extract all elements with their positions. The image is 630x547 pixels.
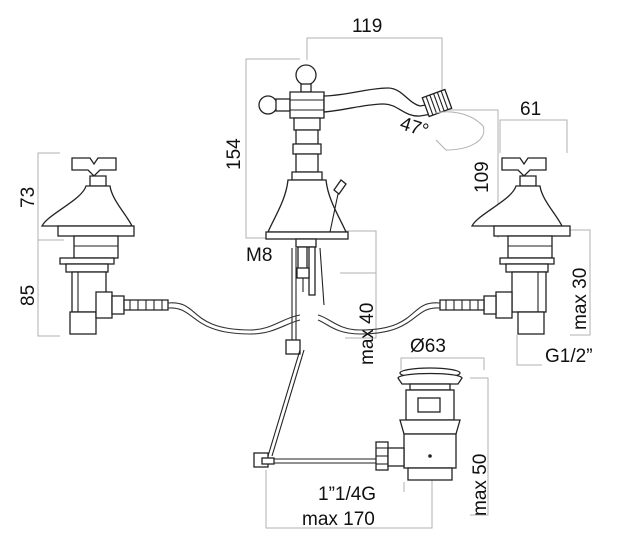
mixer-body <box>258 64 485 355</box>
dimension-lines <box>37 37 591 529</box>
label-109: 109 <box>472 161 493 193</box>
pop-up-rod <box>253 349 376 468</box>
pop-up-waste <box>375 367 463 481</box>
label-1-1-4g: 1”1/4G <box>318 484 376 505</box>
label-61: 61 <box>520 99 541 120</box>
label-85: 85 <box>18 285 39 306</box>
label-max-50: max 50 <box>470 454 491 516</box>
label-max-30: max 30 <box>570 268 591 330</box>
label-119: 119 <box>352 16 382 37</box>
label-max-40: max 40 <box>357 303 378 365</box>
label-154: 154 <box>224 138 245 170</box>
label-73: 73 <box>18 187 39 208</box>
dimension-labels: 119 154 47° 109 61 73 85 M8 max 40 max 3… <box>18 16 593 530</box>
label-diameter-63: Ø63 <box>410 336 446 357</box>
flexible-hoses <box>167 302 441 335</box>
label-g1-2: G1/2” <box>545 346 593 367</box>
right-cross-handle-tap <box>439 157 571 335</box>
label-m8: M8 <box>246 245 272 266</box>
label-max-170: max 170 <box>302 509 375 530</box>
label-47-degrees: 47° <box>397 113 431 142</box>
left-cross-handle-tap <box>40 157 169 335</box>
